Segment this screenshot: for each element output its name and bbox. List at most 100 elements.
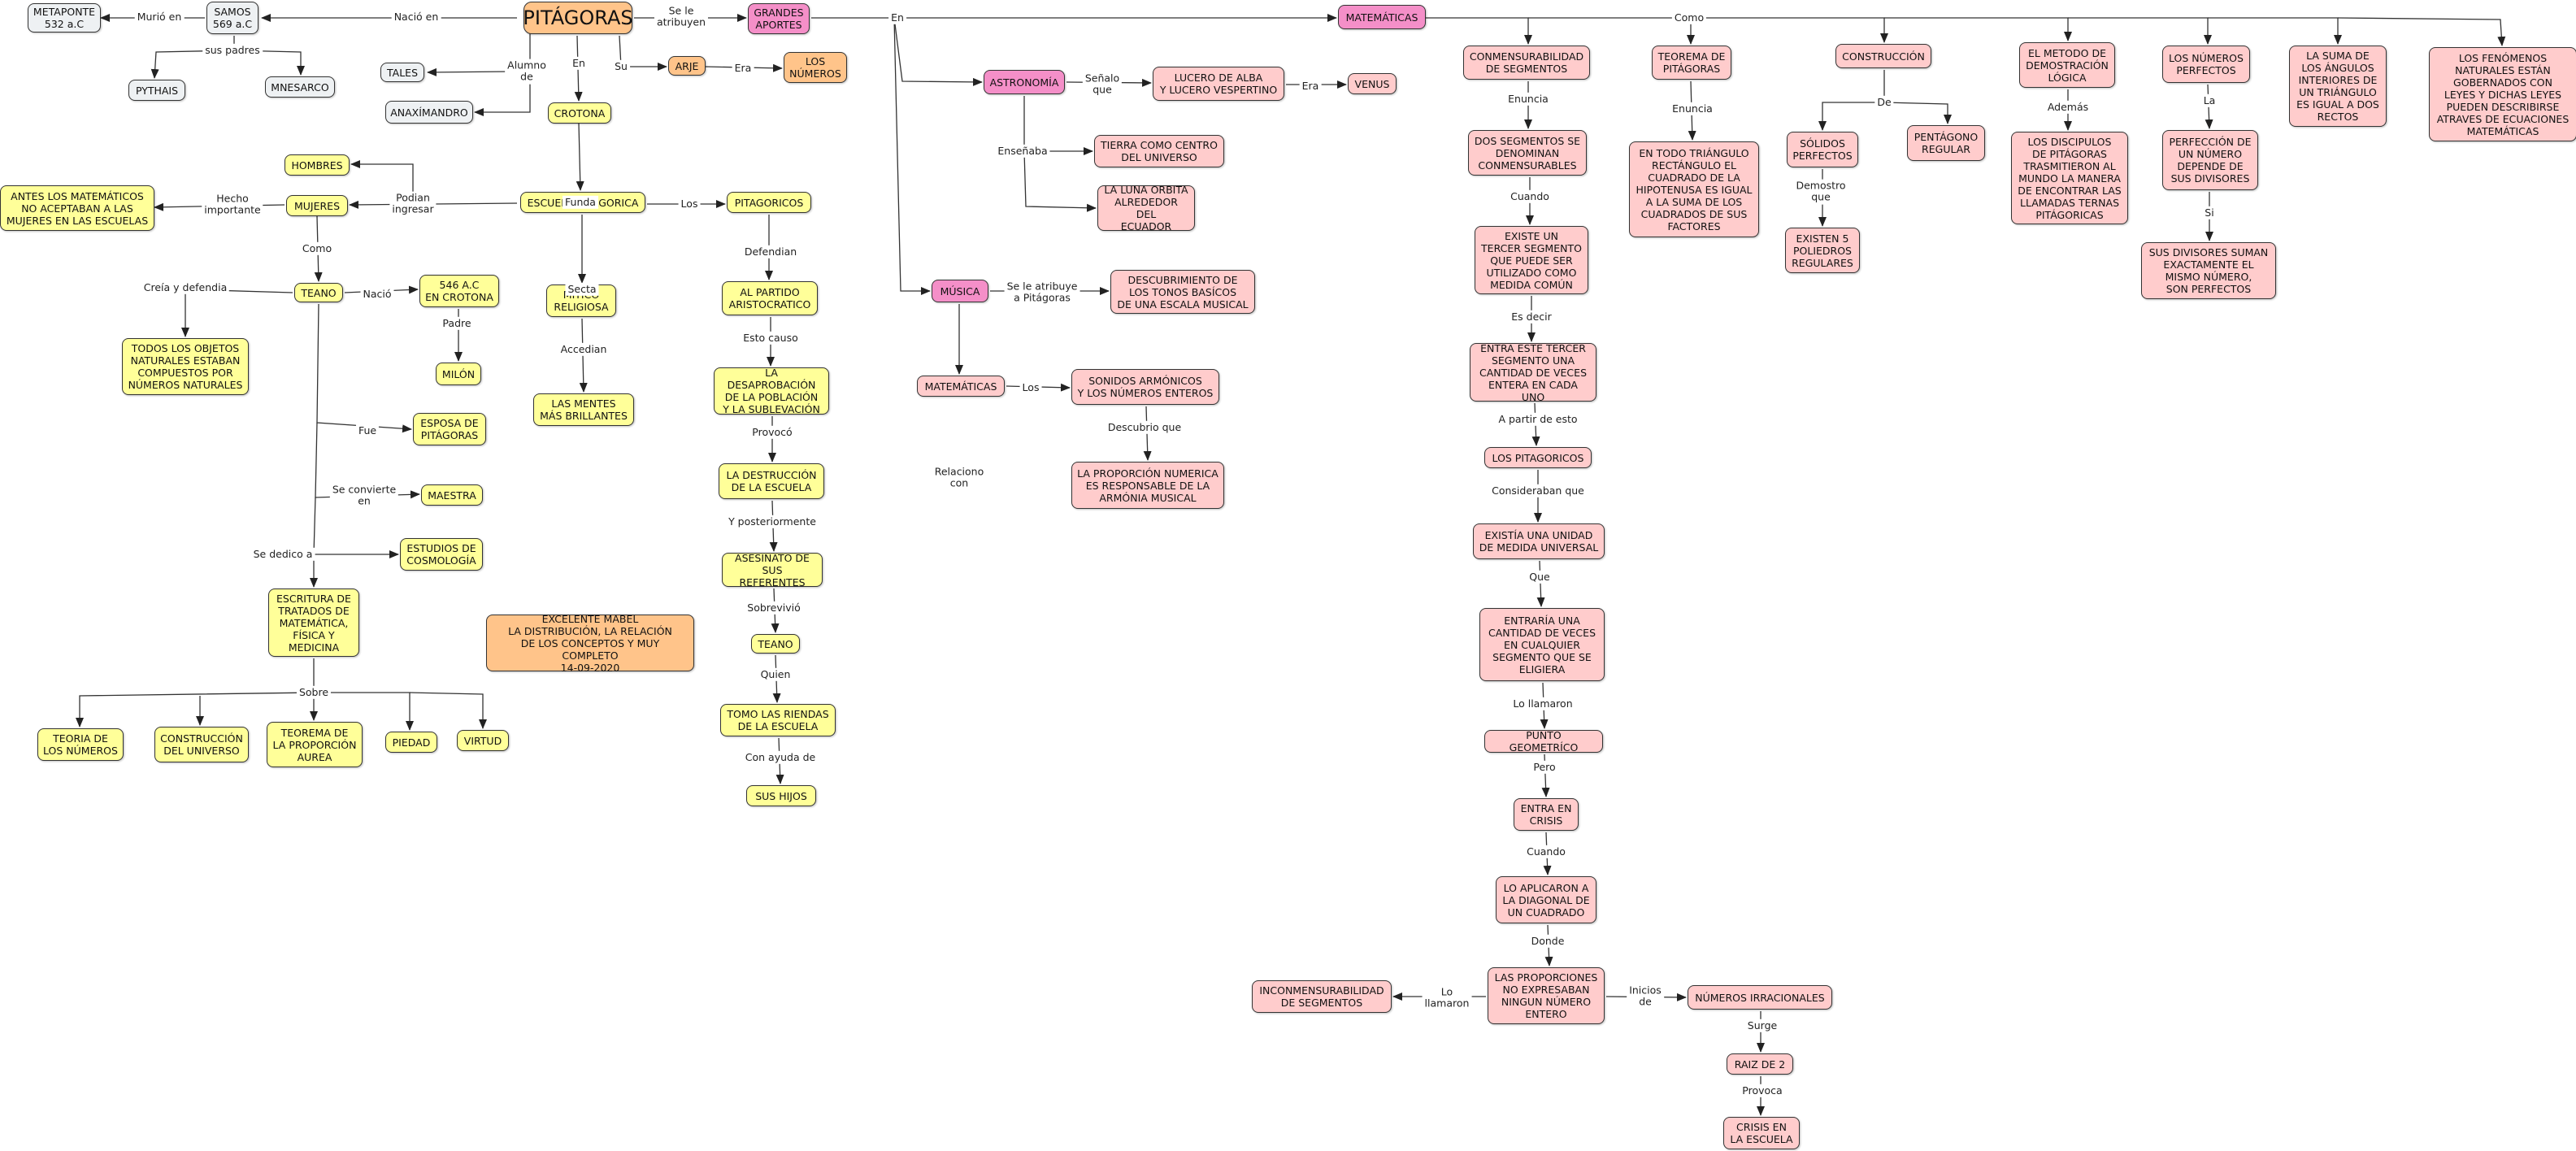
concept-node-existen5[interactable]: EXISTEN 5 POLIEDROS REGULARES	[1785, 228, 1860, 273]
concept-node-inconmensurabilidad[interactable]: INCONMENSURABILIDAD DE SEGMENTOS	[1252, 980, 1392, 1013]
concept-node-samos[interactable]: SAMOS 569 a.C	[206, 2, 258, 34]
concept-node-teorema-proporcion[interactable]: TEOREMA DE LA PROPORCIÓN AUREA	[267, 722, 363, 767]
concept-node-triangulo[interactable]: EN TODO TRIÁNGULO RECTÁNGULO EL CUADRADO…	[1629, 141, 1759, 237]
concept-node-solidos[interactable]: SÓLIDOS PERFECTOS	[1787, 132, 1858, 167]
concept-node-asesinato[interactable]: ASESINATO DE SUS REFERENTES	[722, 552, 823, 589]
connector-line	[350, 160, 414, 205]
concept-node-venus[interactable]: VENUS	[1348, 73, 1397, 94]
concept-node-dos-segmentos[interactable]: DOS SEGMENTOS SE DENOMINAN CONMENSURABLE…	[1468, 130, 1587, 176]
concept-node-los-numeros[interactable]: LOS NÚMEROS	[784, 52, 847, 83]
link-phrase-surge: Surge	[1744, 1019, 1780, 1033]
concept-node-pitagoricos1[interactable]: PITAGORICOS	[727, 192, 811, 213]
concept-node-matematicas[interactable]: MATEMÁTICAS	[1338, 5, 1426, 29]
concept-node-proporcion-numerica[interactable]: LA PROPORCIÓN NUMERICA ES RESPONSABLE DE…	[1071, 462, 1224, 509]
concept-node-escritura[interactable]: ESCRITURA DE TRATADOS DE MATEMÁTICA, FÍS…	[268, 589, 359, 657]
concept-node-mnesarco[interactable]: MNESARCO	[265, 76, 335, 98]
concept-node-matematicas2[interactable]: MATEMÁTICAS	[917, 376, 1005, 397]
concept-node-conmensurabilidad[interactable]: CONMENSURABILIDAD DE SEGMENTOS	[1463, 46, 1590, 80]
link-phrase-los2: Los	[1019, 380, 1042, 395]
connector-line	[1023, 96, 1093, 155]
concept-node-pitagoras[interactable]: PITÁGORAS	[523, 2, 633, 34]
concept-node-piedad[interactable]: PIEDAD	[385, 732, 437, 753]
concept-node-pentagono[interactable]: PENTÁGONO REGULAR	[1907, 125, 1985, 161]
concept-node-grandes-aportes[interactable]: GRANDES APORTES	[748, 3, 810, 34]
link-phrase-que: Que	[1527, 570, 1553, 584]
link-phrase-descubrio: Descubrio que	[1105, 420, 1184, 435]
concept-node-irracionales[interactable]: NÚMEROS IRRACIONALES	[1688, 985, 1832, 1010]
concept-node-proporciones[interactable]: LAS PROPORCIONES NO EXPRESABAN NINGUN NÚ…	[1488, 967, 1605, 1024]
link-phrase-como2: Como	[299, 241, 335, 256]
concept-node-luna[interactable]: LA LUNA ORBITA ALREDEDOR DEL ECUADOR	[1097, 184, 1195, 232]
concept-node-suma-angulos[interactable]: LA SUMA DE LOS ÁNGULOS INTERIORES DE UN …	[2289, 46, 2387, 127]
link-phrase-senalo: Señalo que	[1082, 72, 1123, 98]
concept-node-antes-matematicos[interactable]: ANTES LOS MATEMÁTICOS NO ACEPTABAN A LAS…	[0, 185, 154, 231]
concept-node-fenomenos[interactable]: LOS FENÓMENOS NATURALES ESTÁN GOBERNADOS…	[2429, 47, 2576, 141]
connector-line	[181, 289, 293, 337]
concept-node-milon[interactable]: MILÓN	[436, 363, 481, 385]
concept-node-tales[interactable]: TALES	[380, 63, 424, 82]
concept-node-musica[interactable]: MÚSICA	[932, 280, 988, 302]
concept-node-lucero[interactable]: LUCERO DE ALBA Y LUCERO VESPERTINO	[1153, 67, 1284, 101]
concept-node-destruccion[interactable]: LA DESTRUCCIÓN DE LA ESCUELA	[719, 463, 824, 499]
connector-line	[2068, 17, 2212, 45]
concept-node-teorema-pitagoras[interactable]: TEOREMA DE PITÁGORAS	[1652, 46, 1731, 80]
concept-node-discipulos[interactable]: LOS DISCIPULOS DE PITÁGORAS TRASMITIERON…	[2011, 132, 2128, 224]
concept-node-todos-objetos[interactable]: TODOS LOS OBJETOS NATURALES ESTABAN COMP…	[122, 338, 249, 395]
concept-node-partido[interactable]: AL PARTIDO ARISTOCRATICO	[722, 281, 818, 315]
concept-node-astronomia[interactable]: ASTRONOMÍA	[984, 70, 1065, 94]
concept-node-crotona[interactable]: CROTONA	[548, 102, 611, 124]
concept-node-existe-tercer[interactable]: EXISTE UN TERCER SEGMENTO QUE PUEDE SER …	[1475, 226, 1588, 294]
concept-node-hombres[interactable]: HOMBRES	[285, 154, 350, 176]
link-phrase-ademas: Además	[2044, 100, 2092, 115]
concept-node-descubrimiento[interactable]: DESCUBRIMIENTO DE LOS TONOS BASÍCOS DE U…	[1110, 270, 1255, 314]
concept-node-virtud[interactable]: VIRTUD	[457, 730, 509, 751]
link-phrase-los1: Los	[678, 197, 701, 211]
connector-line	[1691, 17, 1888, 43]
concept-node-desaprobacion[interactable]: LA DESAPROBACIÓN DE LA POBLACIÓN Y LA SU…	[714, 367, 829, 415]
concept-node-maestra[interactable]: MAESTRA	[421, 484, 483, 506]
concept-node-divisores[interactable]: SUS DIVISORES SUMAN EXACTAMENTE EL MISMO…	[2141, 242, 2276, 299]
link-phrase-convierte: Se convierte en	[329, 483, 399, 509]
concept-node-esposa[interactable]: ESPOSA DE PITÁGORAS	[413, 413, 486, 445]
concept-node-punto[interactable]: PUNTO GEOMETRÍCO	[1484, 729, 1603, 754]
concept-node-mentes[interactable]: LAS MENTES MÁS BRILLANTES	[533, 393, 634, 426]
concept-node-metodo[interactable]: EL METODO DE DEMOSTRACIÓN LÓGICA	[2019, 42, 2115, 88]
concept-node-crisis1[interactable]: ENTRA EN CRISIS	[1514, 798, 1579, 831]
link-phrase-enuncia2: Enuncia	[1670, 102, 1715, 116]
concept-node-raiz[interactable]: RAIZ DE 2	[1727, 1053, 1793, 1075]
concept-node-estudios[interactable]: ESTUDIOS DE COSMOLOGÍA	[400, 538, 483, 571]
concept-node-pitagoricos2[interactable]: LOS PITAGORICOS	[1484, 447, 1592, 468]
concept-node-numeros-perfectos[interactable]: LOS NÚMEROS PERFECTOS	[2162, 46, 2250, 83]
concept-node-existia[interactable]: EXISTÍA UNA UNIDAD DE MEDIDA UNIVERSAL	[1473, 523, 1605, 559]
concept-node-construccion[interactable]: CONSTRUCCIÓN	[1835, 44, 1931, 68]
concept-node-teoria-numeros[interactable]: TEORIA DE LOS NÚMEROS	[37, 728, 124, 761]
link-phrase-accedian: Accedian	[558, 342, 610, 357]
concept-node-tierra[interactable]: TIERRA COMO CENTRO DEL UNIVERSO	[1094, 135, 1224, 167]
concept-node-mujeres[interactable]: MUJERES	[286, 195, 348, 216]
link-phrase-enseñaba: Enseñaba	[995, 144, 1050, 159]
concept-node-a546[interactable]: 546 A.C EN CROTONA	[419, 275, 499, 307]
concept-node-tomo[interactable]: TOMO LAS RIENDAS DE LA ESCUELA	[720, 704, 836, 736]
concept-node-entra-tercer[interactable]: ENTRA ESTE TERCER SEGMENTO UNA CANTIDAD …	[1470, 342, 1596, 403]
connector-line	[893, 17, 983, 86]
concept-node-excelente[interactable]: EXCELENTE MABEL LA DISTRIBUCIÓN, LA RELA…	[486, 613, 694, 674]
connector-line	[1883, 102, 1952, 124]
concept-node-teano2[interactable]: TEANO	[751, 634, 800, 654]
concept-node-anaximandro[interactable]: ANAXÍMANDRO	[385, 101, 473, 124]
link-phrase-padre: Padre	[440, 316, 474, 331]
concept-node-pythais[interactable]: PYTHAIS	[128, 80, 185, 101]
link-phrase-ayuda: Con ayuda de	[742, 750, 819, 765]
link-phrase-posteriormente: Y posteriormente	[726, 515, 819, 529]
link-phrase-en2: En	[888, 11, 906, 25]
concept-node-sonidos[interactable]: SONIDOS ARMÓNICOS Y LOS NÚMEROS ENTEROS	[1071, 369, 1219, 405]
concept-node-arje[interactable]: ARJE	[668, 56, 706, 76]
concept-node-metaponte[interactable]: METAPONTE 532 a.C	[28, 3, 101, 33]
concept-node-perfeccion[interactable]: PERFECCIÓN DE UN NÚMERO DEPENDE DE SUS D…	[2162, 130, 2258, 190]
concept-node-sus-hijos[interactable]: SUS HIJOS	[746, 785, 816, 806]
concept-node-crisis2[interactable]: CRISIS EN LA ESCUELA	[1723, 1117, 1800, 1149]
concept-node-aplicaron[interactable]: LO APLICARON A LA DIAGONAL DE UN CUADRAD…	[1496, 876, 1596, 923]
link-phrase-demostro: Demostro que	[1793, 179, 1848, 205]
concept-node-construccion-universo[interactable]: CONSTRUCCIÓN DEL UNIVERSO	[154, 727, 249, 762]
concept-node-entraria[interactable]: ENTRARÍA UNA CANTIDAD DE VECES EN CUALQU…	[1479, 608, 1605, 681]
concept-node-teano1[interactable]: TEANO	[294, 283, 343, 302]
